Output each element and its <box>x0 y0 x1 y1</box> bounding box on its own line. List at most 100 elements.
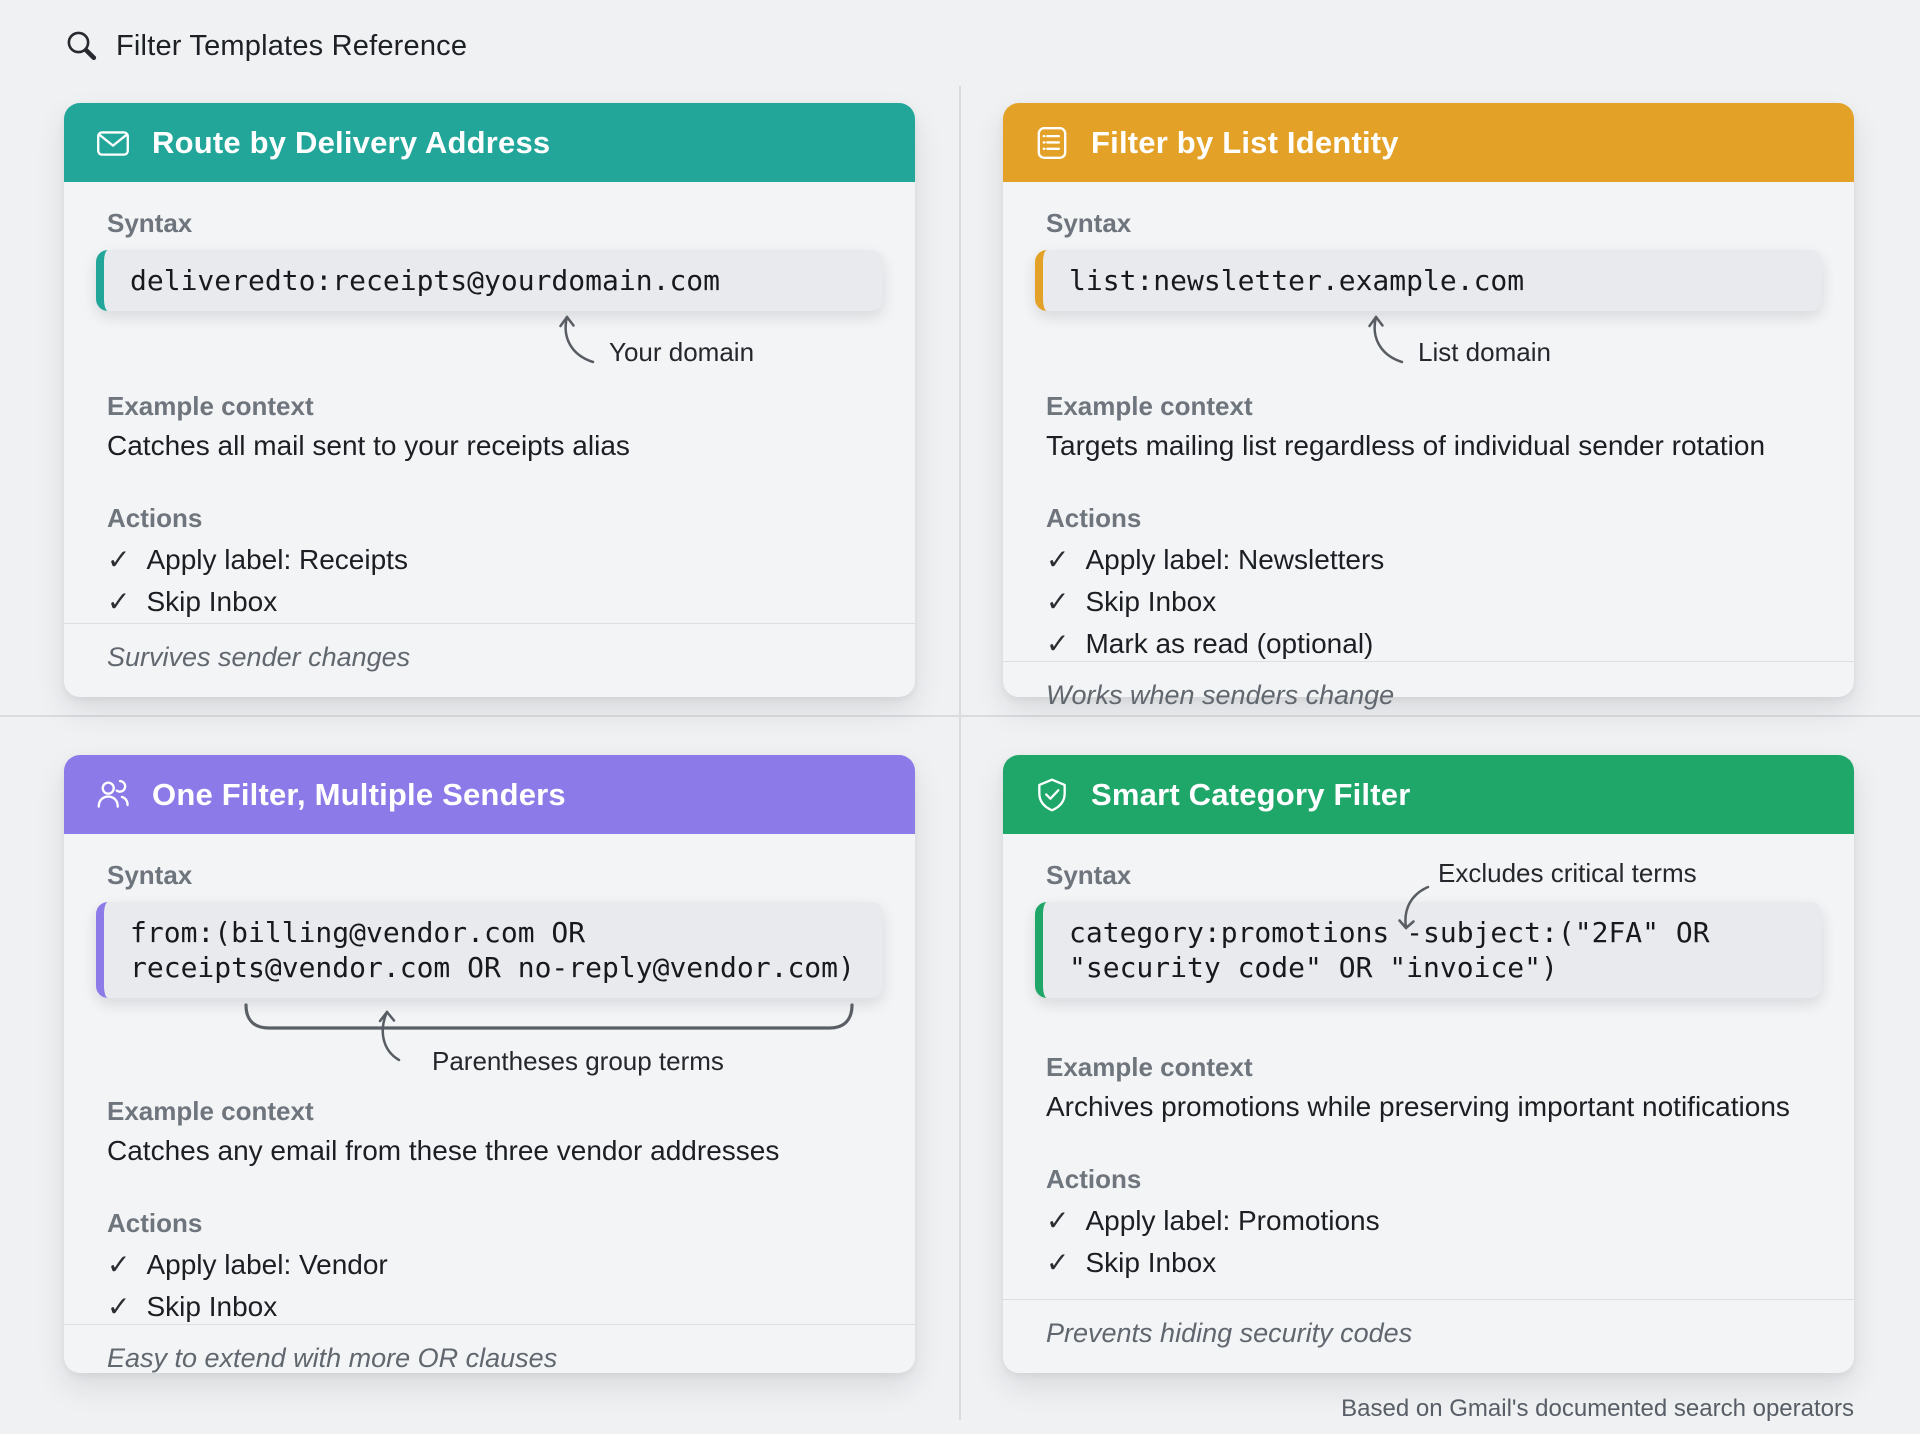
checkmark-icon: ✓ <box>1046 1247 1070 1278</box>
card-body: Syntax list:newsletter.example.com List … <box>1003 182 1854 661</box>
action-item: ✓ Apply label: Promotions <box>1046 1204 1811 1238</box>
syntax-code: category:promotions -subject:("2FA" OR "… <box>1035 902 1822 998</box>
card-header: One Filter, Multiple Senders <box>64 755 915 834</box>
actions-label: Actions <box>1046 1164 1142 1194</box>
checkmark-icon: ✓ <box>1046 628 1070 659</box>
actions-label: Actions <box>107 503 203 533</box>
annotation-text: Parentheses group terms <box>432 1046 724 1076</box>
actions-label: Actions <box>1046 503 1142 533</box>
actions-list: ✓ Apply label: Receipts ✓ Skip Inbox <box>107 543 872 619</box>
page-title: Filter Templates Reference <box>116 29 468 62</box>
curved-arrow-up-icon <box>375 1008 409 1069</box>
syntax-code: from:(billing@vendor.com OR receipts@ven… <box>96 902 883 998</box>
action-text: Mark as read (optional) <box>1085 628 1374 659</box>
action-text: Apply label: Newsletters <box>1085 544 1385 575</box>
checkmark-icon: ✓ <box>107 1291 131 1322</box>
card-filter-by-list-identity: Filter by List Identity Syntax list:news… <box>1003 103 1854 710</box>
syntax-label: Syntax <box>1046 208 1132 238</box>
curved-arrow-up-icon <box>557 311 603 372</box>
action-text: Apply label: Vendor <box>146 1249 388 1280</box>
checkmark-icon: ✓ <box>107 1249 131 1280</box>
action-item: ✓ Skip Inbox <box>107 1290 872 1324</box>
annotation: List domain <box>1366 311 1811 375</box>
actions-list: ✓ Apply label: Promotions ✓ Skip Inbox <box>1046 1204 1811 1280</box>
example-context-label: Example context <box>1046 391 1253 421</box>
card-footer-note: Easy to extend with more OR clauses <box>64 1324 915 1398</box>
actions-label: Actions <box>107 1208 203 1238</box>
annotation-text: List domain <box>1418 337 1551 367</box>
annotation: Your domain <box>557 311 872 375</box>
card-one-filter-multiple-senders: One Filter, Multiple Senders Syntax from… <box>64 755 915 1373</box>
vertical-divider <box>959 86 961 1420</box>
action-item: ✓ Apply label: Newsletters <box>1046 543 1811 577</box>
code-line: list:newsletter.example.com <box>1069 264 1525 297</box>
example-text: Catches any email from these three vendo… <box>107 1135 780 1166</box>
actions-list: ✓ Apply label: Vendor ✓ Skip Inbox <box>107 1248 872 1324</box>
checkmark-icon: ✓ <box>1046 586 1070 617</box>
users-icon <box>94 776 132 814</box>
annotation: Parentheses group terms <box>107 1010 872 1088</box>
action-text: Skip Inbox <box>146 586 278 617</box>
actions-list: ✓ Apply label: Newsletters ✓ Skip Inbox … <box>1046 543 1811 661</box>
card-title: Filter by List Identity <box>1091 124 1399 160</box>
envelope-icon <box>94 124 132 162</box>
code-line: from:(billing@vendor.com OR <box>130 916 586 949</box>
code-line: category:promotions -subject:("2FA" OR <box>1069 916 1710 949</box>
annotation-text: Your domain <box>609 337 755 367</box>
example-text: Targets mailing list regardless of indiv… <box>1046 430 1766 461</box>
card-header: Route by Delivery Address <box>64 103 915 182</box>
card-route-by-delivery-address: Route by Delivery Address Syntax deliver… <box>64 103 915 697</box>
card-smart-category-filter: Smart Category Filter Syntax Excludes cr… <box>1003 755 1854 1373</box>
curved-arrow-up-icon <box>1366 311 1412 372</box>
card-footer-note: Prevents hiding security codes <box>1003 1299 1854 1373</box>
grouping-bracket <box>243 1002 872 1034</box>
example-text: Archives promotions while preserving imp… <box>1046 1091 1790 1122</box>
checkmark-icon: ✓ <box>107 586 131 617</box>
page-footnote: Based on Gmail's documented search opera… <box>1341 1395 1854 1422</box>
checkmark-icon: ✓ <box>1046 1205 1070 1236</box>
action-text: Apply label: Receipts <box>146 544 408 575</box>
code-line: "security code" OR "invoice") <box>1069 951 1558 984</box>
card-title: One Filter, Multiple Senders <box>152 776 566 812</box>
action-text: Apply label: Promotions <box>1085 1205 1380 1236</box>
action-item: ✓ Skip Inbox <box>1046 585 1811 619</box>
action-item: ✓ Apply label: Vendor <box>107 1248 872 1282</box>
horizontal-divider <box>0 715 1920 717</box>
action-text: Skip Inbox <box>146 1291 278 1322</box>
action-text: Skip Inbox <box>1085 1247 1217 1278</box>
syntax-code: list:newsletter.example.com <box>1035 250 1822 311</box>
card-body: Syntax Excludes critical terms category:… <box>1003 834 1854 1299</box>
syntax-code: deliveredto:receipts@yourdomain.com <box>96 250 883 311</box>
example-context-label: Example context <box>107 391 314 421</box>
card-title: Smart Category Filter <box>1091 776 1411 812</box>
card-body: Syntax deliveredto:receipts@yourdomain.c… <box>64 182 915 623</box>
action-item: ✓ Skip Inbox <box>1046 1246 1811 1280</box>
example-context-label: Example context <box>1046 1052 1253 1082</box>
syntax-label: Syntax <box>1046 860 1132 890</box>
syntax-label: Syntax <box>107 860 193 890</box>
example-text: Catches all mail sent to your receipts a… <box>107 430 630 461</box>
card-footer-note: Works when senders change <box>1003 661 1854 735</box>
example-context-label: Example context <box>107 1096 314 1126</box>
action-item: ✓ Apply label: Receipts <box>107 543 872 577</box>
shield-check-icon <box>1033 776 1071 814</box>
page-header: Filter Templates Reference <box>64 28 467 64</box>
annotation-text: Excludes critical terms <box>1438 858 1697 888</box>
card-header: Smart Category Filter <box>1003 755 1854 834</box>
action-text: Skip Inbox <box>1085 586 1217 617</box>
curved-arrow-down-icon <box>1394 884 1434 939</box>
magnifier-icon <box>64 28 100 64</box>
card-body: Syntax from:(billing@vendor.com OR recei… <box>64 834 915 1324</box>
checkmark-icon: ✓ <box>107 544 131 575</box>
card-title: Route by Delivery Address <box>152 124 551 160</box>
card-header: Filter by List Identity <box>1003 103 1854 182</box>
code-line: receipts@vendor.com OR no-reply@vendor.c… <box>130 951 855 984</box>
action-item: ✓ Skip Inbox <box>107 585 872 619</box>
card-footer-note: Survives sender changes <box>64 623 915 697</box>
checkmark-icon: ✓ <box>1046 544 1070 575</box>
card-grid: Route by Delivery Address Syntax deliver… <box>64 103 1854 1373</box>
action-item: ✓ Mark as read (optional) <box>1046 627 1811 661</box>
list-icon <box>1033 124 1071 162</box>
syntax-row: Syntax Excludes critical terms <box>1046 858 1811 930</box>
syntax-label: Syntax <box>107 208 193 238</box>
